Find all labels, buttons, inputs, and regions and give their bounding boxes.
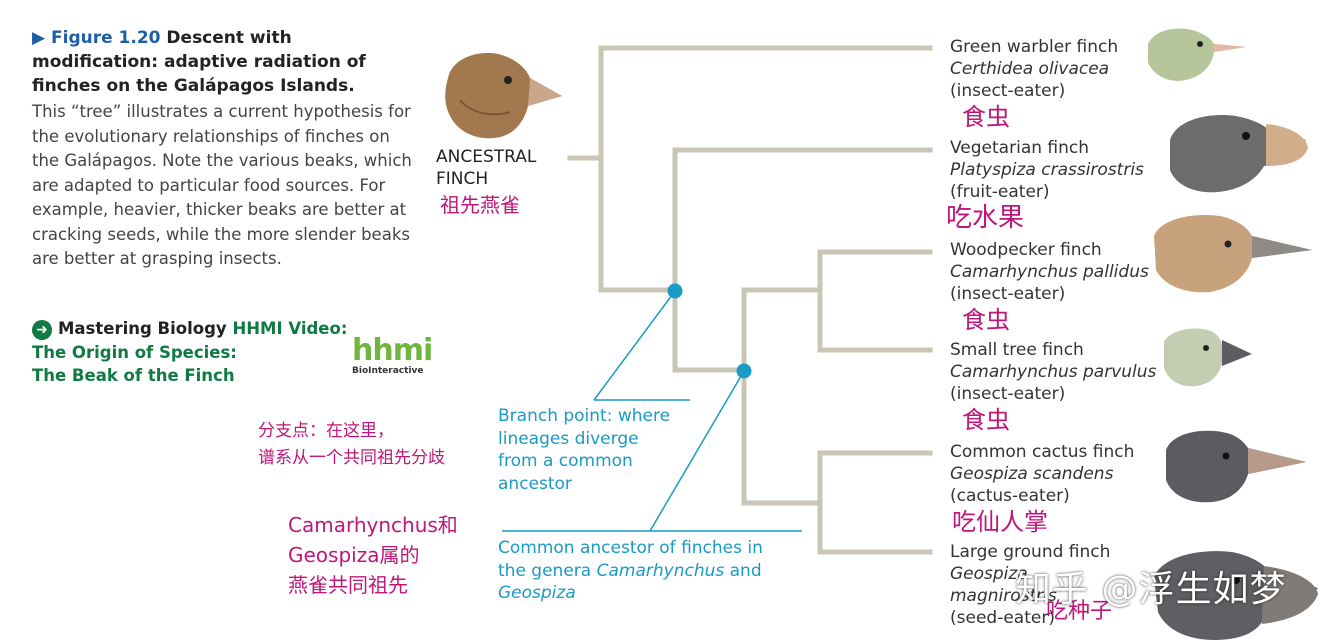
mastering-biology-block: ➜ Mastering Biology HHMI Video: The Origi… (32, 317, 347, 388)
common-ancestor-callout-line (649, 370, 745, 532)
species-scientific-name: Camarhynchus pallidus (950, 262, 1149, 282)
hhmi-logo: hhmi BioInteractive (352, 333, 433, 377)
common-ancestor-cn-line3: 燕雀共同祖先 (288, 573, 408, 597)
mastering-prefix: Mastering Biology (58, 319, 227, 338)
common-ancestor-cn-label: Camarhynchus和 Geospiza属的 燕雀共同祖先 (288, 510, 458, 600)
species-cn-diet: 吃仙人掌 (952, 508, 1048, 536)
common-ancestor-cn-line1: Camarhynchus和 (288, 513, 458, 537)
ancestral-line1: ANCESTRAL (436, 147, 537, 167)
species-common-name: Large ground finch (950, 542, 1111, 562)
species-common-name: Green warbler finch (950, 37, 1119, 57)
species-label-small-tree: Small tree finch Camarhynchus parvulus (… (950, 339, 1156, 435)
branch-point-line2: lineages diverge (498, 428, 639, 449)
green-warbler-finch-illustration (1148, 28, 1246, 81)
species-diet: (cactus-eater) (950, 486, 1070, 506)
species-scientific-name-2: magnirostris (950, 586, 1057, 606)
species-scientific-name: Platyspiza crassirostris (950, 160, 1144, 180)
species-common-name: Common cactus finch (950, 442, 1135, 462)
figure-caption-body: This “tree” illustrates a current hypoth… (32, 102, 412, 268)
common-ancestor-line1: Common ancestor of finches in (498, 538, 763, 558)
species-diet: (insect-eater) (950, 284, 1066, 304)
species-common-name: Woodpecker finch (950, 240, 1102, 260)
species-cn-diet: 吃水果 (946, 203, 1025, 233)
branch-point-node (667, 283, 683, 299)
woodpecker-finch-illustration (1154, 214, 1312, 293)
video-title-line2[interactable]: The Beak of the Finch (32, 366, 235, 385)
figure-label-arrow: ▶ (32, 28, 51, 48)
arrow-right-circle-icon[interactable]: ➜ (32, 319, 52, 340)
species-common-name: Small tree finch (950, 340, 1084, 360)
species-label-green-warbler: Green warbler finch Certhidea olivacea (… (950, 36, 1118, 132)
species-scientific-name: Geospiza scandens (950, 464, 1114, 484)
branch-point-cn-line2: 谱系从一个共同祖先分歧 (258, 448, 445, 468)
large-ground-finch-illustration (1154, 551, 1318, 640)
branch-point-cn-line1: 分支点：在这里， (258, 421, 394, 441)
common-ancestor-genus: Camarhynchus (596, 560, 725, 581)
hhmi-video-label[interactable]: HHMI Video: (232, 319, 348, 338)
common-ancestor-line2b: and (724, 560, 762, 581)
species-diet: (insect-eater) (950, 81, 1066, 101)
ancestral-cn-label: 祖先燕雀 (440, 193, 520, 217)
species-label-vegetarian: Vegetarian finch Platyspiza crassirostri… (946, 137, 1144, 233)
common-ancestor-line2a: the genera (498, 560, 597, 581)
branch-point-line4: ancestor (498, 473, 572, 494)
branch-point-line1: Branch point: where (498, 406, 671, 426)
ancestral-finch-label: ANCESTRAL FINCH 祖先燕雀 (436, 146, 536, 216)
branch-point-callout-line (593, 290, 676, 401)
watermark: 知乎 @浮生如梦 (1015, 569, 1287, 610)
figure-title-text: Descent with modification: adaptive radi… (32, 28, 366, 96)
hhmi-logo-subtext: BioInteractive (352, 366, 424, 376)
common-ancestor-node (736, 363, 752, 379)
species-common-name: Vegetarian finch (950, 138, 1090, 158)
species-cn-diet: 食虫 (962, 103, 1010, 131)
video-title-line1[interactable]: The Origin of Species: (32, 342, 237, 362)
species-cn-diet: 食虫 (962, 406, 1010, 434)
species-cn-diet: 食虫 (962, 306, 1010, 334)
species-cn-diet-ground: 吃种子 (1046, 599, 1113, 624)
small-tree-finch-illustration (1164, 328, 1252, 387)
species-scientific-name: Geospiza (950, 564, 1028, 584)
species-label-woodpecker: Woodpecker finch Camarhynchus pallidus (… (950, 239, 1149, 335)
branch-point-cn-label: 分支点：在这里， 谱系从一个共同祖先分歧 (258, 418, 445, 472)
branch-point-line3: from a common (498, 451, 633, 471)
species-diet: (fruit-eater) (950, 182, 1050, 202)
species-label-cactus: Common cactus finch Geospiza scandens (c… (950, 441, 1134, 537)
vegetarian-finch-illustration (1170, 115, 1308, 193)
figure-label: Figure 1.20 (51, 28, 161, 48)
species-scientific-name: Camarhynchus parvulus (950, 362, 1157, 382)
species-diet: (seed-eater) (950, 608, 1055, 628)
common-ancestor-line3: Geospiza (498, 583, 576, 603)
species-label-ground: Large ground finch Geospiza magnirostris… (950, 541, 1110, 629)
hhmi-logo-text: hhmi (352, 333, 433, 368)
figure-title: ▶ Figure 1.20 Descent with modification:… (32, 26, 412, 98)
ancestral-finch-illustration (445, 53, 562, 139)
species-diet: (insect-eater) (950, 384, 1066, 404)
ancestral-line2: FINCH (436, 169, 489, 189)
species-scientific-name: Certhidea olivacea (950, 59, 1110, 79)
common-cactus-finch-illustration (1166, 430, 1306, 503)
common-ancestor-label: Common ancestor of finches in the genera… (498, 537, 763, 605)
branch-point-label: Branch point: where lineages diverge fro… (498, 405, 670, 495)
common-ancestor-cn-line2: Geospiza属的 (288, 543, 420, 567)
